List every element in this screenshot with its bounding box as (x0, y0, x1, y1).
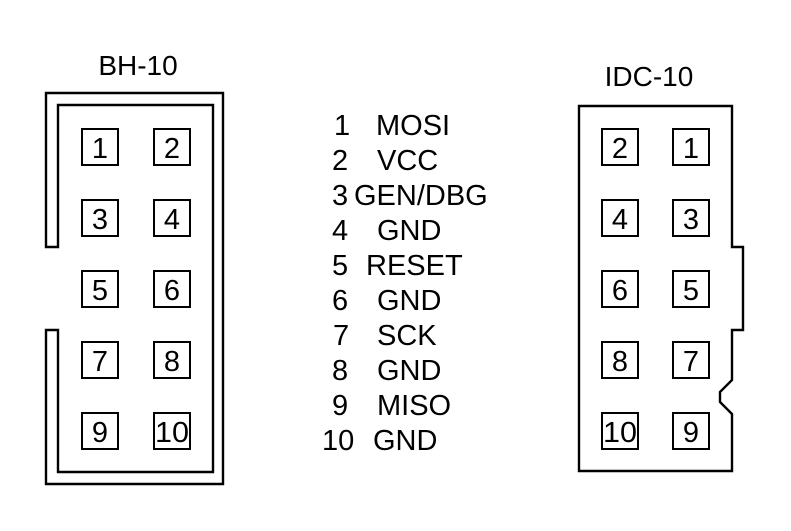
pin-box (153, 341, 191, 379)
idc10-pin: 9 (672, 412, 710, 450)
pinout-signal-name: MISO (377, 390, 451, 422)
idc10-pin: 10 (601, 412, 639, 450)
pinout-row: 2 VCC (332, 145, 438, 177)
pin-number: 6 (164, 275, 180, 307)
idc10-pin: 5 (672, 270, 710, 308)
bh10-pin: 10 (153, 412, 191, 450)
pinout-row: 8 GND (332, 355, 441, 387)
bh10-pin: 2 (153, 128, 191, 166)
pin-box (601, 199, 639, 237)
bh10-pin: 1 (81, 128, 119, 166)
idc10-connector: IDC-10 2 1 4 3 6 5 8 7 10 9 (577, 61, 745, 473)
pin-box (81, 270, 119, 308)
pinout-pin-number: 5 (332, 250, 348, 282)
idc10-pin: 2 (601, 128, 639, 166)
pinout-signal-name: MOSI (376, 110, 450, 142)
pin-number: 10 (155, 417, 189, 449)
pin-box (672, 341, 710, 379)
pin-number: 1 (92, 133, 108, 165)
pin-box (672, 128, 710, 166)
pinout-row: 5 RESET (332, 250, 463, 282)
idc10-pin-grid: 2 1 4 3 6 5 8 7 10 9 (601, 128, 710, 450)
pin-box (672, 412, 710, 450)
bh10-outer-shroud (44, 91, 225, 486)
idc10-pin: 6 (601, 270, 639, 308)
pinout-pin-number: 2 (332, 145, 348, 177)
pinout-signal-name: GND (377, 355, 441, 387)
pin-number: 4 (612, 204, 628, 236)
pin-number: 3 (683, 204, 699, 236)
pin-box (601, 270, 639, 308)
bh10-pin: 6 (153, 270, 191, 308)
pin-number: 7 (92, 346, 108, 378)
pin-box (601, 412, 639, 450)
pin-box (672, 270, 710, 308)
pinout-row: 1 MOSI (334, 110, 450, 142)
pin-number: 3 (92, 204, 108, 236)
pinout-row: 10 GND (322, 425, 437, 457)
idc10-title: IDC-10 (605, 61, 694, 92)
pinout-pin-number: 8 (332, 355, 348, 387)
bh10-pin: 4 (153, 199, 191, 237)
pinout-signal-name: SCK (377, 320, 437, 352)
pin-number: 10 (603, 417, 637, 449)
pin-number: 9 (683, 417, 699, 449)
pin-number: 4 (164, 204, 180, 236)
pinout-pin-number: 7 (333, 320, 349, 352)
pin-number: 8 (612, 346, 628, 378)
pinout-row: 4 GND (332, 215, 441, 247)
pinout-signal-name: VCC (377, 145, 438, 177)
pinout-signal-name: GND (377, 285, 441, 317)
bh10-pin-grid: 1 2 3 4 5 6 7 8 9 10 (81, 128, 191, 450)
bh10-pin: 5 (81, 270, 119, 308)
pin-number: 5 (683, 275, 699, 307)
pinout-signal-name: GND (377, 215, 441, 247)
idc10-outline (577, 104, 745, 473)
idc10-pin: 7 (672, 341, 710, 379)
pin-number: 1 (683, 133, 699, 165)
pin-box (672, 199, 710, 237)
bh10-pin: 8 (153, 341, 191, 379)
pinout-pin-number: 10 (322, 425, 354, 457)
bh10-title: BH-10 (98, 50, 177, 81)
pinout-pin-number: 4 (332, 215, 348, 247)
pin-number: 9 (92, 417, 108, 449)
idc10-pin: 3 (672, 199, 710, 237)
bh10-pin: 3 (81, 199, 119, 237)
pin-number: 8 (164, 346, 180, 378)
idc10-pin: 1 (672, 128, 710, 166)
idc10-pin: 4 (601, 199, 639, 237)
pinout-pin-number: 1 (334, 110, 350, 142)
pin-box (153, 270, 191, 308)
pinout-signal-name: GND (373, 425, 437, 457)
idc10-pin: 8 (601, 341, 639, 379)
pinout-signal-name: RESET (366, 250, 463, 282)
pinout-row: 9 MISO (332, 390, 451, 422)
pin-box (153, 199, 191, 237)
pin-box (81, 412, 119, 450)
pinout-pin-number: 6 (332, 285, 348, 317)
pin-number: 5 (92, 275, 108, 307)
pinout-signal-name: GEN/DBG (354, 180, 488, 212)
pinout-row: 7 SCK (333, 320, 437, 352)
pinout-pin-number: 3 (332, 180, 348, 212)
pin-box (601, 341, 639, 379)
bh10-pin: 7 (81, 341, 119, 379)
pin-number: 7 (683, 346, 699, 378)
pin-box (601, 128, 639, 166)
bh10-pin: 9 (81, 412, 119, 450)
pin-box (81, 128, 119, 166)
pin-box (81, 199, 119, 237)
pin-number: 2 (164, 133, 180, 165)
pinout-pin-number: 9 (332, 390, 348, 422)
pin-box (153, 412, 191, 450)
bh10-connector: BH-10 1 2 3 4 5 6 7 8 9 10 (44, 50, 225, 486)
pin-number: 6 (612, 275, 628, 307)
pin-box (81, 341, 119, 379)
pin-box (153, 128, 191, 166)
pin-number: 2 (612, 133, 628, 165)
pinout-row: 6 GND (332, 285, 441, 317)
